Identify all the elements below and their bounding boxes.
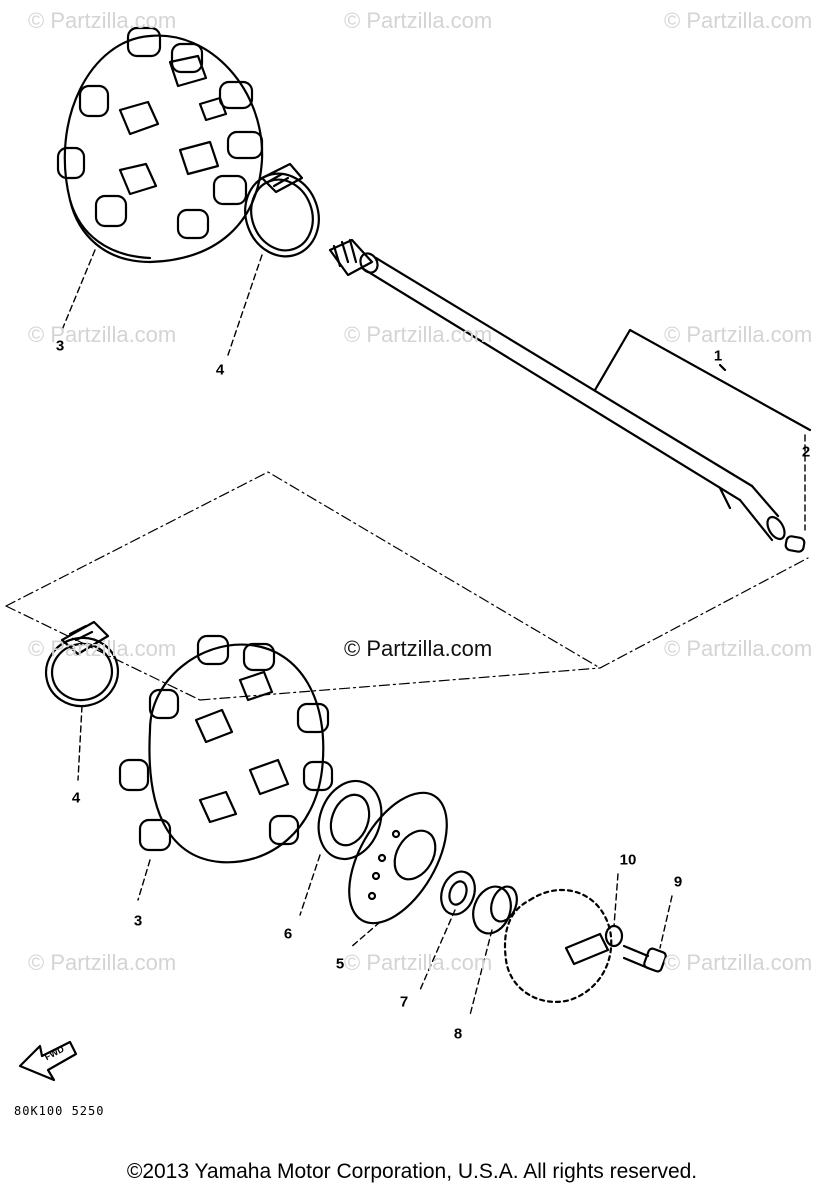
watermark: © Partzilla.com [28, 636, 177, 661]
watermark: © Partzilla.com [664, 8, 813, 33]
small-washer [604, 924, 624, 948]
clamp-bottom [44, 620, 120, 708]
watermark: © Partzilla.com [344, 8, 493, 33]
drive-shaft [328, 238, 786, 542]
callout-1: 1 [713, 347, 723, 365]
watermark: © Partzilla.com [344, 950, 493, 975]
leader-lines [61, 249, 806, 1016]
watermark: © Partzilla.com [28, 322, 177, 347]
watermark: © Partzilla.com [28, 950, 177, 975]
housing [504, 888, 613, 1003]
housing-boss [564, 932, 610, 966]
pin [784, 535, 806, 553]
watermark: © Partzilla.com [664, 950, 813, 975]
callout-8: 8 [453, 1025, 463, 1043]
flange-plate [348, 791, 448, 925]
callout-5: 5 [335, 955, 345, 973]
watermark: © Partzilla.com [344, 322, 493, 347]
callout-3-bottom: 3 [133, 912, 143, 930]
sprocket-top [56, 26, 264, 264]
diagram-code: 80K100 5250 [14, 1104, 105, 1118]
alignment-lines [5, 471, 809, 701]
watermark-center: © Partzilla.com [344, 636, 493, 661]
watermark: © Partzilla.com [28, 8, 177, 33]
bearing [317, 779, 383, 861]
callout-6: 6 [283, 925, 293, 943]
fwd-arrow-icon [18, 1040, 78, 1082]
copyright-footer: ©2013 Yamaha Motor Corporation, U.S.A. A… [126, 1160, 698, 1183]
washer [440, 870, 476, 916]
watermark: © Partzilla.com [664, 322, 813, 347]
bolt [622, 944, 667, 973]
callout-9: 9 [673, 873, 683, 891]
callout-3-top: 3 [55, 337, 65, 355]
callout-2: 2 [801, 443, 811, 461]
bushing [472, 885, 518, 935]
callout-7: 7 [399, 993, 409, 1011]
leader-1 [593, 328, 812, 432]
clamp-top [244, 162, 320, 258]
callout-10: 10 [619, 851, 637, 869]
callout-4-bottom: 4 [71, 789, 81, 807]
watermark: © Partzilla.com [664, 636, 813, 661]
sprocket-bottom [118, 634, 334, 864]
callout-4-top: 4 [215, 361, 225, 379]
